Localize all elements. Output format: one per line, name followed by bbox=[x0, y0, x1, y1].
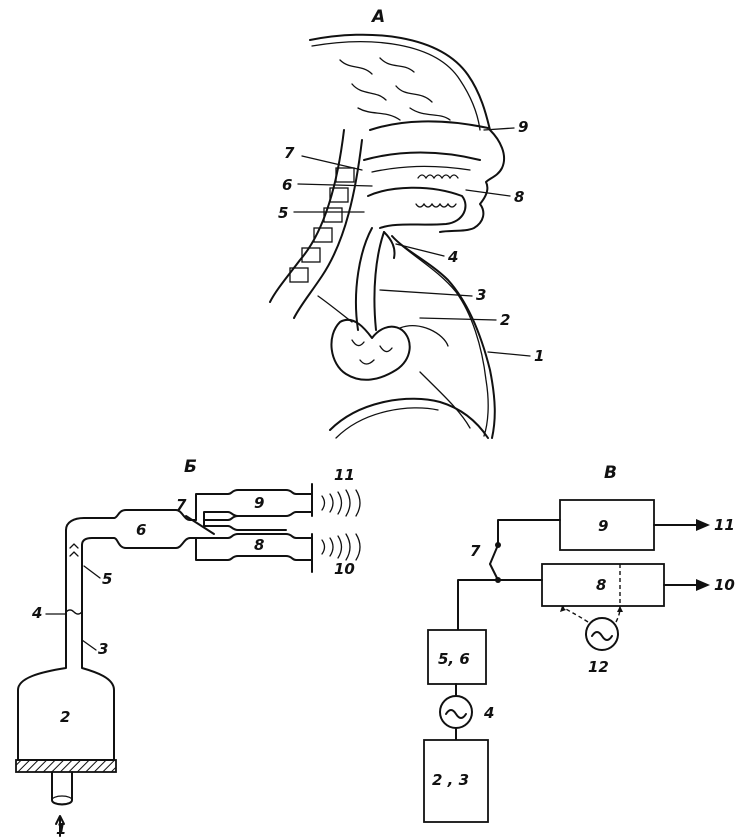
panel-b-label-7: 7 bbox=[176, 496, 187, 514]
panel-b-label-1: 1 bbox=[56, 820, 66, 838]
panel-c-label-11: 11 bbox=[714, 516, 735, 534]
panel-c-label-12: 12 bbox=[588, 658, 609, 676]
panel-b-label-8: 8 bbox=[254, 536, 264, 554]
panel-b-label-3: 3 bbox=[98, 640, 108, 658]
panel-b-label-4: 4 bbox=[31, 604, 42, 622]
panel-b-title: Б bbox=[184, 457, 197, 477]
panel-a-label-1: 1 bbox=[534, 347, 544, 365]
head-neck-drawing bbox=[270, 35, 504, 438]
panel-a-label-2: 2 bbox=[500, 311, 510, 329]
panel-a-label-5: 5 bbox=[278, 204, 288, 222]
diaphragm-hatch bbox=[16, 760, 116, 772]
panel-c-label-2-3: 2 , 3 bbox=[432, 771, 469, 789]
noise-source-12 bbox=[586, 618, 618, 650]
panel-a-label-8: 8 bbox=[514, 188, 524, 206]
voice-source-4 bbox=[440, 696, 472, 728]
panel-c-block-diagram: В 9 11 7 8 10 5, 6 12 bbox=[424, 463, 735, 822]
panel-b-tube-model: Б bbox=[16, 457, 360, 838]
panel-a-label-4: 4 bbox=[447, 248, 458, 266]
panel-b-label-10: 10 bbox=[334, 560, 355, 578]
panel-a-label-6: 6 bbox=[282, 176, 292, 194]
panel-b-label-5: 5 bbox=[102, 570, 112, 588]
panel-a-label-9: 9 bbox=[518, 118, 528, 136]
panel-c-title: В bbox=[604, 463, 617, 483]
panel-c-label-9: 9 bbox=[598, 517, 608, 535]
panel-a-label-3: 3 bbox=[476, 286, 486, 304]
panel-c-label-4: 4 bbox=[483, 704, 494, 722]
panel-b-label-9: 9 bbox=[254, 494, 264, 512]
panel-c-label-7: 7 bbox=[470, 542, 481, 560]
panel-a-anatomy: А bbox=[270, 7, 544, 438]
panel-b-label-2: 2 bbox=[60, 708, 70, 726]
sound-waves-nasal bbox=[322, 490, 360, 516]
panel-b-label-6: 6 bbox=[136, 521, 146, 539]
panel-c-label-10: 10 bbox=[714, 576, 735, 594]
panel-a-title: А bbox=[370, 7, 385, 27]
panel-a-label-7: 7 bbox=[284, 144, 295, 162]
panel-c-label-8: 8 bbox=[596, 576, 606, 594]
sound-waves-oral bbox=[322, 534, 360, 560]
panel-b-label-11: 11 bbox=[334, 466, 355, 484]
panel-c-label-5-6: 5, 6 bbox=[438, 650, 470, 668]
